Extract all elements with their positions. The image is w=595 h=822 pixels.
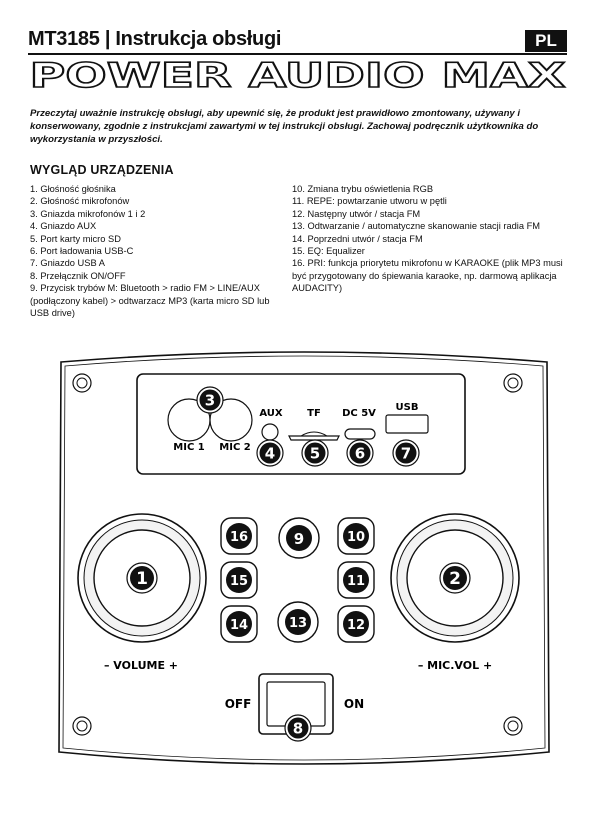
screw-icon bbox=[72, 716, 92, 736]
list-item: 1. Głośność głośnika bbox=[30, 184, 116, 194]
model-number: MT3185 bbox=[28, 28, 100, 50]
tf-slot bbox=[288, 435, 340, 441]
svg-text:6: 6 bbox=[355, 445, 365, 463]
badge-7: 7 bbox=[392, 439, 420, 467]
list-item: 10. Zmiana trybu oświetlenia RGB bbox=[292, 184, 434, 194]
svg-text:8: 8 bbox=[293, 720, 303, 738]
volume-label: – VOLUME + bbox=[104, 659, 178, 672]
svg-text:10: 10 bbox=[347, 530, 365, 545]
list-item: 9. Przycisk trybów M: Bluetooth > radio … bbox=[30, 283, 270, 319]
list-item: 14. Poprzedni utwór / stacja FM bbox=[292, 233, 423, 244]
svg-text:5: 5 bbox=[310, 445, 320, 463]
list-item: 16. PRI: funkcja priorytetu mikrofonu w … bbox=[292, 258, 563, 294]
device-panel-diagram: MIC 1 MIC 2 AUX TF DC 5V USB 3 4 5 6 7 bbox=[58, 351, 550, 765]
list-item: 13. Odtwarzanie / automatyczne skanowani… bbox=[292, 221, 541, 232]
brand-logo: POWER AUDIO MAX bbox=[29, 56, 567, 96]
parts-list-right: 10. Zmiana trybu oświetlenia RGB 11. REP… bbox=[292, 183, 572, 295]
brand-text: POWER AUDIO MAX bbox=[30, 56, 566, 96]
list-item: 4. Gniazdo AUX bbox=[30, 221, 97, 232]
button-13: 13 bbox=[277, 601, 319, 643]
badge-1: 1 bbox=[136, 569, 148, 589]
aux-label: AUX bbox=[259, 408, 283, 419]
screw-icon bbox=[503, 373, 523, 393]
section-title: WYGLĄD URZĄDZENIA bbox=[30, 163, 174, 177]
intro-paragraph: Przeczytaj uważnie instrukcję obsługi, a… bbox=[30, 108, 539, 145]
mic1-label: MIC 1 bbox=[173, 442, 204, 453]
list-item: 5. Port karty micro SD bbox=[30, 233, 121, 244]
tf-label: TF bbox=[307, 408, 321, 419]
badge-3: 3 bbox=[196, 386, 224, 414]
language-badge: PL bbox=[525, 30, 567, 52]
panel-inner-outline bbox=[62, 355, 546, 761]
button-14: 14 bbox=[220, 605, 258, 643]
screw-icon bbox=[503, 716, 523, 736]
svg-text:3: 3 bbox=[205, 392, 215, 410]
list-item: 2. Głośność mikrofonów bbox=[30, 196, 130, 207]
list-item: 3. Gniazda mikrofonów 1 i 2 bbox=[30, 208, 146, 219]
svg-text:4: 4 bbox=[265, 445, 275, 463]
button-15: 15 bbox=[220, 561, 258, 599]
mic-volume-label: – MIC.VOL + bbox=[418, 659, 492, 672]
badge-8: 8 bbox=[284, 714, 312, 742]
svg-text:7: 7 bbox=[401, 445, 411, 463]
badge-6: 6 bbox=[346, 439, 374, 467]
list-item: 15. EQ: Equalizer bbox=[292, 246, 365, 257]
off-label: OFF bbox=[225, 697, 252, 711]
svg-text:15: 15 bbox=[230, 574, 248, 589]
model-header: MT3185 | Instrukcja obsługi bbox=[28, 28, 281, 51]
on-label: ON bbox=[344, 697, 364, 711]
button-10: 10 bbox=[337, 517, 375, 555]
list-item: 8. Przełącznik ON/OFF bbox=[30, 270, 126, 281]
usb-label: USB bbox=[396, 402, 419, 413]
svg-text:11: 11 bbox=[347, 574, 365, 589]
badge-4: 4 bbox=[256, 439, 284, 467]
button-16: 16 bbox=[220, 517, 258, 555]
button-12: 12 bbox=[337, 605, 375, 643]
mic-volume-knob: 2 bbox=[390, 513, 520, 643]
header-separator: | bbox=[104, 28, 111, 50]
svg-text:14: 14 bbox=[230, 618, 248, 633]
svg-text:12: 12 bbox=[347, 618, 365, 633]
svg-text:13: 13 bbox=[289, 616, 307, 631]
svg-text:9: 9 bbox=[294, 530, 304, 548]
usb-port bbox=[385, 414, 429, 434]
header-rule bbox=[28, 53, 567, 55]
svg-text:16: 16 bbox=[230, 530, 248, 545]
mic2-jack bbox=[209, 398, 253, 442]
aux-jack bbox=[261, 423, 279, 441]
parts-list-left: 1. Głośność głośnika 2. Głośność mikrofo… bbox=[30, 183, 288, 319]
manual-title: Instrukcja obsługi bbox=[115, 28, 282, 50]
mic2-label: MIC 2 bbox=[219, 442, 250, 453]
list-item: 6. Port ładowania USB-C bbox=[30, 246, 134, 257]
dc-port bbox=[344, 428, 376, 440]
volume-knob: 1 bbox=[77, 513, 207, 643]
button-9: 9 bbox=[278, 517, 320, 559]
list-item: 12. Następny utwór / stacja FM bbox=[292, 208, 421, 219]
badge-5: 5 bbox=[301, 439, 329, 467]
dc-label: DC 5V bbox=[342, 408, 376, 419]
badge-2: 2 bbox=[449, 569, 461, 589]
list-item: 11. REPE: powtarzanie utworu w pętli bbox=[292, 196, 447, 207]
list-item: 7. Gniazdo USB A bbox=[30, 258, 105, 269]
button-11: 11 bbox=[337, 561, 375, 599]
screw-icon bbox=[72, 373, 92, 393]
